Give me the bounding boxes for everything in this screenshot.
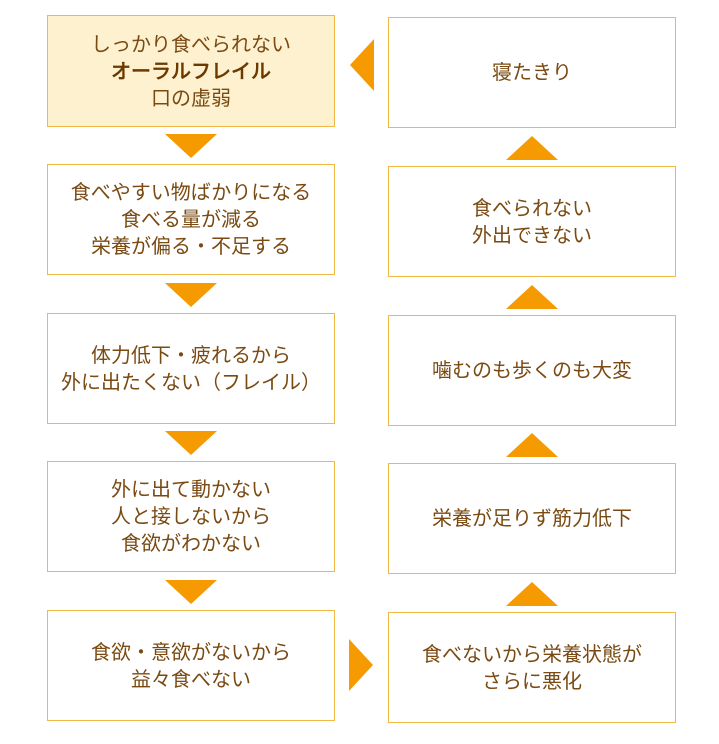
box-line: 食べられない: [472, 195, 592, 220]
arrow-up-icon: [506, 433, 558, 457]
arrow-down-icon: [165, 134, 217, 158]
box-line: 寝たきり: [492, 60, 572, 84]
box-line: 外に出て動かない: [111, 477, 271, 501]
box-bedridden: 寝たきり: [388, 17, 676, 128]
arrow-down-icon: [165, 431, 217, 455]
box-line-emphasis: オーラルフレイル: [111, 58, 271, 83]
box-line: 食べやすい物ばかりになる: [70, 180, 312, 204]
box-line: さらに悪化: [482, 668, 582, 693]
box-line: 栄養が足りず筋力低下: [432, 506, 632, 530]
box-line: 食べる量が減る: [121, 207, 261, 231]
box-line: 外出できない: [472, 222, 592, 247]
box-easy-foods: 食べやすい物ばかりになる 食べる量が減る 栄養が偏る・不足する: [47, 164, 335, 275]
box-nutrition-worse: 食べないから栄養状態が さらに悪化: [388, 612, 676, 723]
arrow-left-icon: [350, 39, 374, 91]
box-line: 食欲がわかない: [121, 531, 261, 555]
box-eat-less: 食欲・意欲がないから 益々食べない: [47, 610, 335, 721]
box-line: 人と接しないから: [111, 504, 271, 528]
box-line: 外に出たくない（フレイル）: [61, 369, 321, 394]
arrow-down-icon: [165, 283, 217, 307]
box-line: 食欲・意欲がないから: [91, 639, 291, 664]
box-line: 益々食べない: [131, 666, 251, 691]
box-line: 口の虚弱: [151, 85, 231, 110]
box-muscle-loss: 栄養が足りず筋力低下: [388, 463, 676, 574]
box-line: 体力低下・疲れるから: [91, 342, 291, 367]
box-hard-to-chew-walk: 噛むのも歩くのも大変: [388, 315, 676, 426]
box-line: しっかり食べられない: [91, 31, 291, 56]
box-no-appetite: 外に出て動かない 人と接しないから 食欲がわかない: [47, 461, 335, 572]
box-line: 栄養が偏る・不足する: [91, 234, 291, 258]
box-oral-frailty: しっかり食べられない オーラルフレイル 口の虚弱: [47, 15, 335, 127]
box-cannot-eat: 食べられない 外出できない: [388, 166, 676, 277]
arrow-up-icon: [506, 136, 558, 160]
arrow-up-icon: [506, 582, 558, 606]
box-line: 食べないから栄養状態が: [422, 641, 642, 666]
box-stamina-loss: 体力低下・疲れるから 外に出たくない（フレイル）: [47, 313, 335, 424]
arrow-down-icon: [165, 580, 217, 604]
arrow-right-icon: [349, 639, 373, 691]
box-line: 噛むのも歩くのも大変: [432, 358, 632, 382]
arrow-up-icon: [506, 285, 558, 309]
